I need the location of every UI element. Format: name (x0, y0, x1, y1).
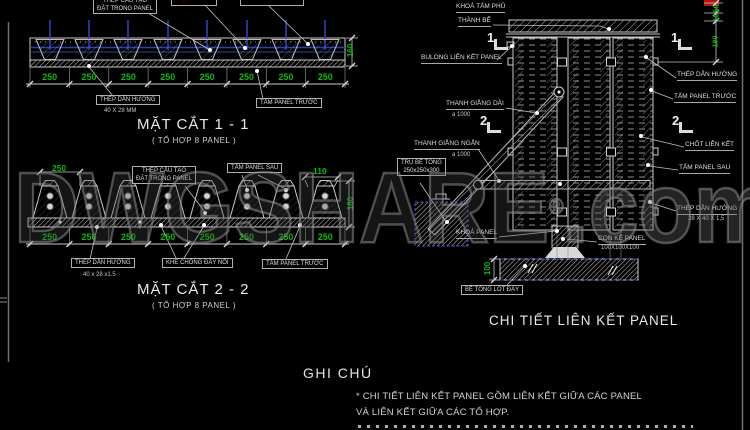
label-line: THÉP CẤU TẠO (141, 168, 187, 174)
dim-value: 250 (81, 232, 97, 242)
dim-value: 250 (278, 72, 294, 82)
dim-16: 16 (713, 13, 721, 22)
section-marker-2-right: 2 (672, 113, 694, 133)
label-thep-dan-huong-s2: THÉP DẪN HƯỚNG (71, 258, 135, 268)
dim-110-s2: 110 (313, 166, 327, 176)
dim-row-s1: 250 250 250 250 250 250 250 250 (30, 72, 345, 82)
dim-value: 250 (199, 232, 215, 242)
notes-title: GHI CHÚ (303, 365, 373, 381)
label-line: ĐẶT TRONG PANEL (136, 176, 193, 182)
dim-value: 250 (42, 72, 58, 82)
section1-subtitle: ( TỔ HỢP 8 PANEL ) (152, 136, 237, 145)
label-khoa-tam-phu: KHOÁ TẤM PHỦ (456, 3, 506, 13)
dim-160-s1: 160 (346, 43, 356, 58)
label-thep-dan-huong-d2: THÉP DẪN HƯỚNG (677, 205, 738, 215)
label-tam-panel-sau-s2: TẤM PANEL SAU (227, 163, 283, 173)
dim-180: 180 (712, 35, 720, 48)
dim-value: 250 (239, 72, 255, 82)
dim-value: 250 (81, 72, 97, 82)
dim-value: 250 (120, 232, 136, 242)
dim-250-top-s2: 250 (52, 163, 67, 173)
dim-100: 100 (483, 261, 493, 276)
label-line: TRỤ BÊ TÔNG (401, 160, 442, 166)
dim-50: 50 (713, 4, 721, 13)
label-thanh-giang-dai: THANH GIẰNG DÀI (446, 100, 504, 110)
section-marker-1-right: 1 (671, 30, 693, 50)
section2-subtitle: ( TỔ HỢP 8 PANEL ) (152, 301, 237, 310)
label-khoa-panel: KHOÁ PANEL (456, 229, 498, 239)
label-bulong-lien-ket-panel: BULONG LIÊN KẾT PANEL (421, 54, 502, 64)
label-line: 250x250x300 (403, 168, 440, 174)
dim-value: 250 (317, 232, 333, 242)
section2-title: MẶT CẮT 2 - 2 (137, 281, 250, 298)
label-tam-panel-sau-d: TẤM PANEL SAU (679, 164, 731, 174)
notes-line-1: * CHI TIẾT LIÊN KẾT PANEL GỒM LIÊN KẾT G… (356, 391, 643, 402)
dim-value: 250 (199, 72, 215, 82)
label-tam-panel-truoc-d: TẤM PANEL TRƯỚC (674, 93, 737, 103)
label-thep-dan-huong-d1: THÉP DẪN HƯỚNG (677, 71, 738, 81)
dim-value: 250 (160, 72, 176, 82)
dim-value: 250 (278, 232, 294, 242)
label-thep-dan-huong-s1: THÉP DẪN HƯỚNG (96, 95, 160, 105)
label-clipped-top-1 (171, 0, 217, 6)
notes-line-clipped (358, 425, 693, 428)
label-thep-dan-huong-size-s1: 40 X 28 MM (104, 108, 137, 114)
label-con-ke-panel: CON KÊ PANEL (598, 235, 646, 245)
label-line: ĐẶT TRONG PANEL (97, 6, 154, 12)
label-khe-chong-day-noi: KHE CHỐNG ĐẨY NỔI (162, 258, 233, 268)
section-marker-1-left: 1 (487, 30, 509, 50)
section1-title: MẶT CẮT 1 - 1 (137, 116, 250, 133)
dim-row-s2: 250 250 250 250 250 250 250 250 (30, 232, 345, 242)
detail-title: CHI TIẾT LIÊN KẾT PANEL (489, 313, 679, 328)
label-be-tong-lot-day: BÊ TÔNG LÓT ĐÁY (461, 285, 524, 295)
label-clipped-top-2 (240, 0, 304, 6)
dim-160-s2: 160 (346, 196, 356, 211)
label-thanh-giang-ngan: THANH GIẰNG NGẮN (414, 140, 480, 150)
label-thep-cau-tao-s2: THÉP CẤU TẠO ĐẶT TRONG PANEL (132, 166, 197, 184)
label-line: THÉP CẤU TẠO (102, 0, 148, 4)
dim-value: 250 (239, 232, 255, 242)
label-thep-dan-huong-size-s2: 40 x 28 x1.5 (83, 272, 116, 278)
dim-value: 250 (160, 232, 176, 242)
dim-value: 250 (317, 72, 333, 82)
label-tru-be-tong: TRỤ BÊ TÔNG 250x250x300 (397, 158, 446, 176)
dim-value: 250 (120, 72, 136, 82)
label-thep-size-d: 28 X 40 X 1,5 (688, 216, 725, 222)
notes-line-2: VÀ LIÊN KẾT GIỮA CÁC TỔ HỢP. (356, 407, 510, 418)
label-a1000-ngan: a 1000 (452, 152, 471, 158)
label-chot-lien-ket: CHỐT LIÊN KẾT (685, 141, 735, 151)
section-marker-2-left: 2 (480, 113, 502, 133)
label-a1000-dai: a 1000 (452, 112, 471, 118)
label-con-ke-size: 100X100X100 (601, 245, 640, 251)
label-thep-cau-tao-s1: THÉP CẤU TẠO ĐẶT TRONG PANEL (93, 0, 158, 14)
dim-value: 250 (42, 232, 58, 242)
label-tam-panel-truoc-s1: TẤM PANEL TRƯỚC (256, 98, 322, 108)
label-thanh-be: THÀNH BỂ (458, 17, 491, 27)
label-tam-panel-truoc-s2: TẤM PANEL TRƯỚC (262, 259, 328, 269)
